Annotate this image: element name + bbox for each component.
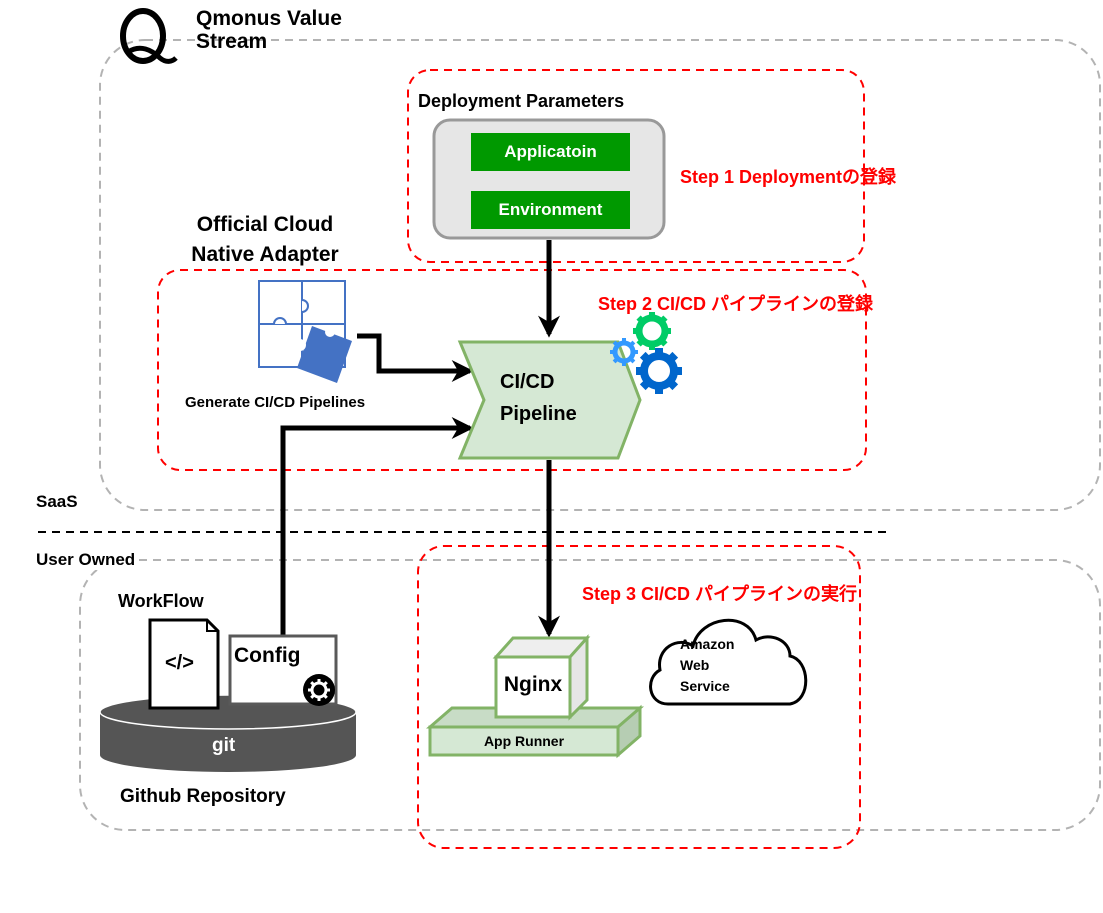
app-runner-block[interactable] <box>425 704 645 759</box>
config-label[interactable]: Config <box>234 644 301 667</box>
aws-cloud-icon <box>649 618 808 706</box>
code-glyph: </> <box>165 652 194 674</box>
arrow-adapter-to-pipeline <box>357 333 474 382</box>
nginx-container[interactable] <box>492 634 591 721</box>
saas-boundary <box>99 39 1101 511</box>
environment-param[interactable] <box>471 191 630 229</box>
step2-label: Step 2 CI/CD パイプラインの登録 <box>598 294 874 314</box>
arrow-config-to-pipeline <box>280 417 474 636</box>
app-runner-label[interactable]: App Runner <box>483 733 565 749</box>
qmonus-logo-icon <box>120 8 178 64</box>
gear-blue-icon <box>636 348 682 394</box>
puzzle-icon <box>258 280 352 383</box>
config-gear-icon <box>303 674 335 706</box>
app-title-line1: Qmonus Value <box>196 7 342 30</box>
cicd-pipeline-shape[interactable] <box>457 340 642 460</box>
git-repository-cylinder[interactable] <box>99 694 357 772</box>
repository-caption: Github Repository <box>120 786 286 807</box>
pipeline-label-line1: CI/CD <box>500 371 555 393</box>
cloud-label-line1: Amazon <box>680 636 735 652</box>
step3-label: Step 3 CI/CD パイプラインの実行 <box>582 584 858 604</box>
cloud-label: Amazon Web Service <box>680 634 734 697</box>
zone-label-user-owned: User Owned <box>36 550 139 570</box>
step1-boundary <box>407 69 865 263</box>
gear-lightblue-icon <box>610 338 638 366</box>
adapter-title-line2: Native Adapter <box>191 243 339 266</box>
step3-boundary <box>417 545 861 849</box>
git-label: git <box>212 735 236 756</box>
application-param[interactable] <box>471 133 630 171</box>
step1-label: Step 1 Deploymentの登録 <box>680 167 897 187</box>
pipeline-label[interactable]: CI/CD Pipeline <box>500 366 577 430</box>
environment-param-label[interactable]: Environment <box>498 200 603 219</box>
workflow-document-icon[interactable] <box>148 618 220 710</box>
cloud-label-line3: Service <box>680 678 730 694</box>
adapter-title-line1: Official Cloud <box>196 213 334 236</box>
step2-boundary <box>157 269 867 471</box>
user-owned-boundary <box>79 559 1101 831</box>
gears-icon <box>610 312 682 394</box>
cloud-label-line2: Web <box>680 657 710 673</box>
deployment-parameters-title: Deployment Parameters <box>418 91 625 111</box>
adapter-caption: Generate CI/CD Pipelines <box>185 394 366 411</box>
pipeline-label-line2: Pipeline <box>500 403 577 425</box>
gear-green-icon <box>633 312 671 350</box>
app-title: Qmonus Value Stream <box>196 7 342 53</box>
nginx-label[interactable]: Nginx <box>503 673 563 696</box>
workflow-label: WorkFlow <box>118 591 204 611</box>
app-title-line2: Stream <box>196 30 268 53</box>
adapter-title: Official Cloud Native Adapter <box>160 210 370 270</box>
application-param-label[interactable]: Applicatoin <box>504 142 597 161</box>
zone-label-saas: SaaS <box>36 492 78 511</box>
